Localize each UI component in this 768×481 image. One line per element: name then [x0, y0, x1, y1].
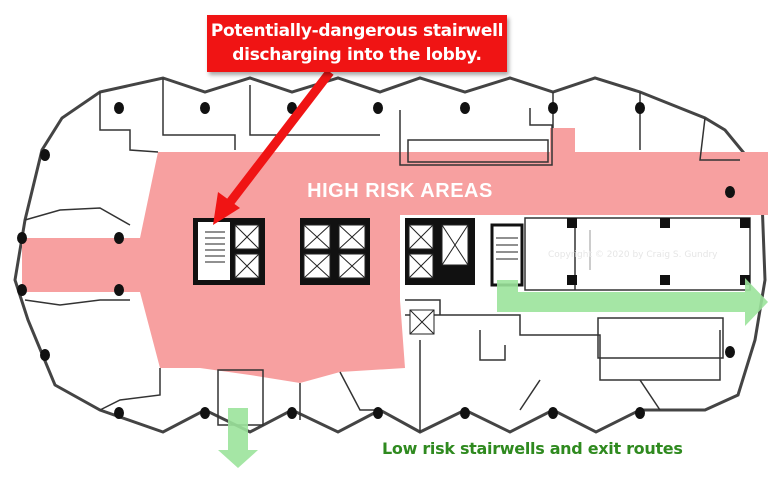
callout-arrow [213, 69, 334, 225]
interior-walls [24, 78, 751, 432]
exit-route-right-arrow [497, 278, 768, 326]
high-risk-label: HIGH RISK AREAS [307, 180, 493, 202]
copyright-watermark: Copyright © 2020 by Craig S. Gundry [548, 250, 718, 260]
core-1 [193, 218, 265, 285]
low-risk-label: Low risk stairwells and exit routes [382, 439, 683, 458]
callout-line-1: Potentially-dangerous stairwell [210, 21, 504, 41]
high-risk-zone [22, 128, 768, 383]
callout-line-2: discharging into the lobby. [232, 45, 482, 65]
callout-box: Potentially-dangerous stairwell discharg… [207, 15, 507, 72]
core-3 [405, 218, 524, 335]
exit-route-bottom-arrow [218, 408, 258, 468]
core-2 [300, 218, 370, 285]
